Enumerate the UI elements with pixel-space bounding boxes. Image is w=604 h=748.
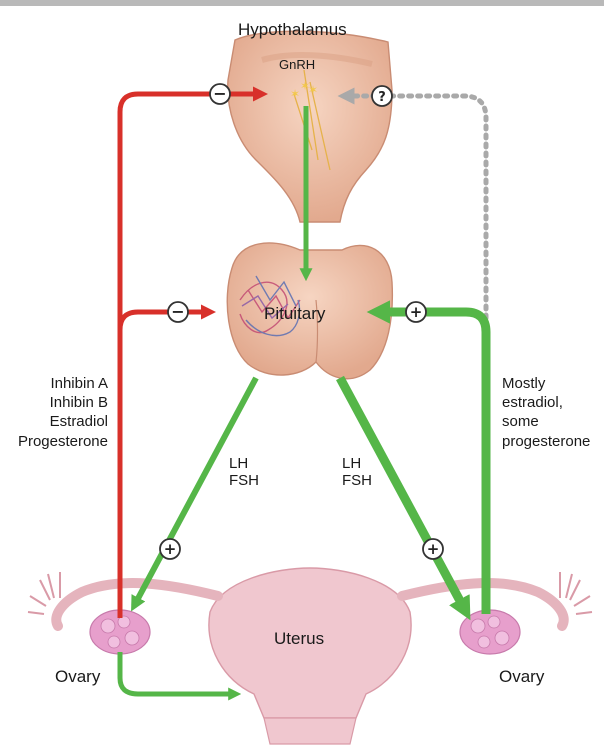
stimulatory-arrows [117, 106, 491, 701]
fsh-left-label: FSH [229, 472, 259, 490]
pituitary-to-right-ovary-arrow [336, 375, 471, 621]
left-feedback-list: Inhibin A Inhibin B Estradiol Progestero… [18, 374, 108, 451]
ovary-right-label: Ovary [499, 667, 545, 686]
hormones-left: LH FSH [229, 455, 259, 490]
sign-inhibit-pituitary: − [171, 302, 184, 321]
left-feedback-item: Progesterone [17, 432, 108, 450]
right-feedback-item: estradiol, [502, 394, 563, 412]
pituitary-label: Pituitary [264, 304, 326, 323]
hypothalamus-label: Hypothalamus [238, 20, 347, 39]
pituitary-shape [226, 242, 394, 380]
ovary-right-shape [459, 609, 521, 655]
fallopian-tubes [51, 578, 569, 631]
gnrh-label: GnRH [279, 57, 316, 72]
left-feedback-item: Estradiol [49, 413, 108, 431]
lh-right-label: LH [342, 455, 362, 472]
hormones-right: LH FSH [342, 455, 372, 490]
ovary-left-shape [89, 609, 151, 655]
svg-text:✶: ✶ [308, 83, 318, 97]
right-ovary-to-pituitary-arrow [366, 300, 491, 614]
inhibitory-feedback-arrows [117, 86, 268, 618]
pituitary-to-left-ovary-arrow [131, 376, 259, 612]
fsh-right-label: FSH [342, 472, 372, 490]
sign-unknown-hypothalamus: ? [378, 90, 386, 105]
left-feedback-item: Inhibin A [50, 375, 108, 392]
gnrh-neurons: ✶ ✶ ✶ [290, 69, 331, 171]
left-feedback-item: Inhibin B [49, 394, 108, 412]
svg-text:✶: ✶ [300, 79, 310, 93]
sign-circles: − − ? + + + [159, 83, 444, 560]
sign-inhibit-hypothalamus: − [213, 84, 226, 103]
lh-left-label: LH [229, 455, 249, 472]
left-ovary-to-uterus-arrow [117, 652, 242, 701]
uterus-shape [208, 567, 412, 745]
top-bar [0, 0, 604, 6]
right-feedback-item: Mostly [502, 375, 546, 392]
ovary-left-label: Ovary [55, 667, 101, 686]
right-feedback-item: progesterone [502, 432, 591, 450]
sign-stimulate-ovary-right: + [427, 540, 440, 558]
svg-text:✶: ✶ [290, 87, 300, 101]
right-feedback-item: some [502, 413, 539, 431]
right-feedback-list: Mostly estradiol, some progesterone [502, 374, 590, 451]
uncertain-feedback-arrow [337, 87, 489, 321]
sign-stimulate-ovary-left: + [164, 540, 177, 558]
uterus-label: Uterus [274, 629, 325, 648]
hypothalamus-shape [227, 30, 393, 223]
sign-stimulate-pituitary: + [410, 303, 423, 321]
fimbriae [27, 572, 593, 615]
